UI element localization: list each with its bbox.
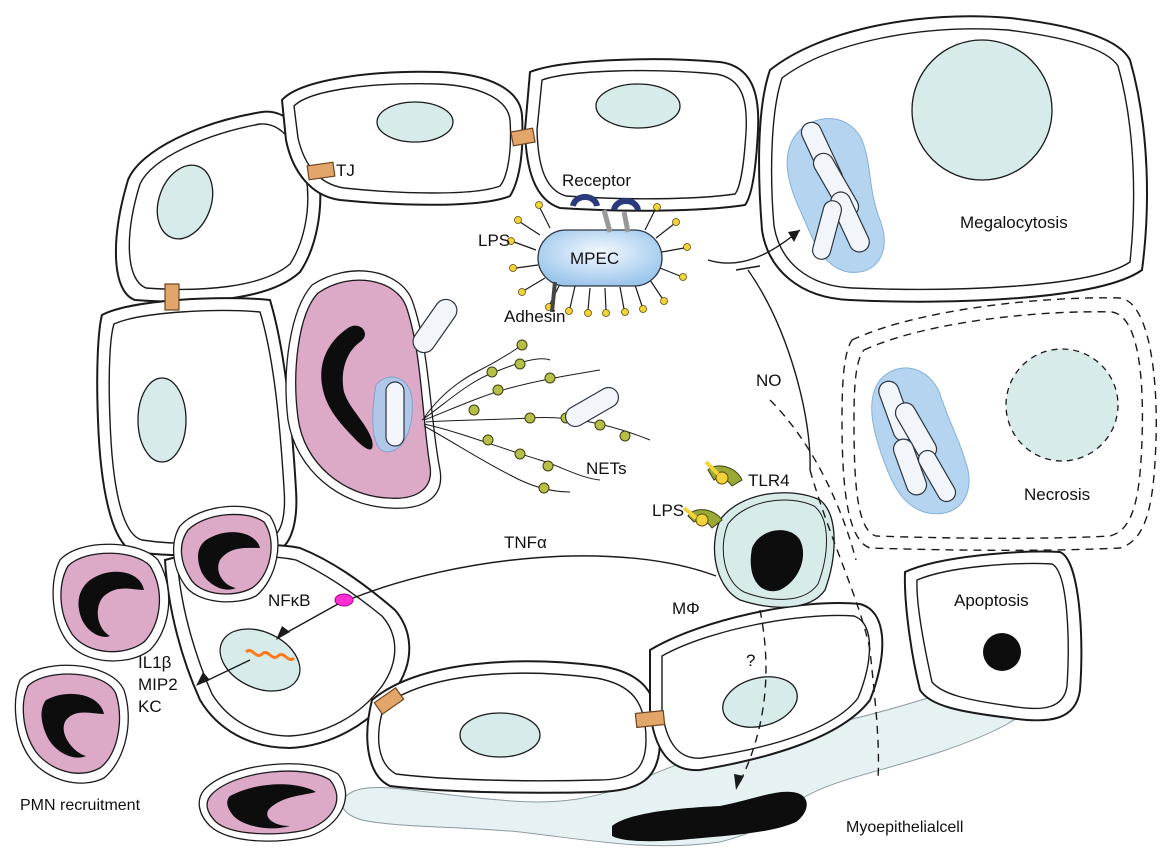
nfkb-label: NFκB [268,591,311,610]
pmn [53,544,169,661]
megalocytosis-label: Megalocytosis [960,213,1068,232]
lps-label: LPS [478,231,510,250]
tj-label: TJ [336,161,355,180]
nucleus [377,102,453,142]
adhesin-stalk [604,210,610,232]
mphi-label: MΦ [672,599,700,618]
epithelial-cell-top-middle [282,72,523,205]
adhesin-label: Adhesin [504,307,565,326]
kc-label: KC [138,697,162,716]
pmn [15,665,128,783]
bacterium [562,384,622,430]
tight-junction [307,162,335,179]
tnf-label: TNFα [504,533,547,552]
myoepithelial-label: Myoepithelialcell [846,819,963,836]
nucleus [138,378,186,462]
pmn-recruitment-label: PMN recruitment [20,797,141,814]
tight-junction [165,284,179,310]
apoptotic-body [983,633,1021,671]
epithelial-cell-top-right [525,59,758,210]
pmn [174,506,278,602]
no-label: NO [756,371,782,390]
receptor-label: Receptor [562,171,631,190]
lps-mac-label: LPS [652,501,684,520]
mip2-label: MIP2 [138,675,178,694]
tight-junction [635,711,664,728]
tnf-line [348,556,716,600]
pmn [199,764,345,841]
nucleus [460,713,540,757]
nucleus [912,40,1052,180]
necrotic-nucleus [1006,349,1118,461]
nets-label: NETs [586,459,627,478]
bacteria-in-necrosis [872,368,969,514]
epithelial-cell-bottom-middle [367,661,660,792]
il1b-label: IL1β [138,653,172,672]
tight-junction [511,128,535,146]
apoptosis-label: Apoptosis [954,591,1029,610]
nucleus [596,84,680,128]
apoptosis-cell [905,552,1082,721]
mpec-label: MPEC [570,249,619,268]
no-line [748,270,810,470]
question-label: ? [746,651,755,670]
inhibition-bar [736,266,760,270]
neutrophil-central [286,271,461,508]
tlr4-label: TLR4 [748,471,790,490]
necrosis-label: Necrosis [1024,485,1090,504]
adhesin-stalk [624,212,628,232]
